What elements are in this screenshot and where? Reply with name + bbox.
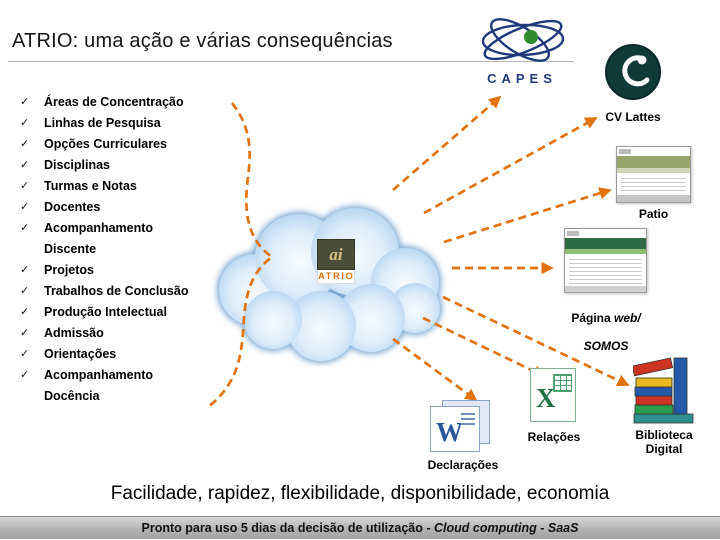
excel-page: X — [530, 368, 576, 422]
checklist-item-label: Trabalhos de Conclusão — [44, 284, 189, 298]
word-letter: W — [436, 417, 463, 447]
checklist-item: ✓ Linhas de Pesquisa — [18, 113, 228, 134]
bottom-bar-text: Pronto para uso 5 dias da decisão de uti… — [141, 521, 434, 535]
patio-label: Patio — [638, 207, 669, 221]
check-icon: ✓ — [20, 201, 30, 213]
checklist-item-label: Disciplinas — [44, 158, 110, 172]
check-icon: ✓ — [20, 222, 30, 234]
checklist-item: ✓ Disciplinas — [18, 155, 228, 176]
capes-logo-icon — [481, 18, 565, 62]
pagina-thumb-banner — [565, 238, 646, 249]
checklist-item-label: Projetos — [44, 263, 95, 277]
check-icon: ✓ — [20, 285, 30, 297]
checklist-item-label: Turmas e Notas — [44, 179, 137, 193]
check-icon: ✓ — [20, 327, 30, 339]
checklist-item-label: Admissão — [44, 326, 104, 340]
pagina-thumb-content — [569, 256, 642, 284]
books-stack-icon — [633, 357, 694, 424]
checklist-item: ✓ Admissão — [18, 323, 228, 344]
check-icon: ✓ — [20, 180, 30, 192]
pagina-web-label: Página web/ SOMOS — [556, 297, 656, 353]
checklist-item: ✓ Trabalhos de Conclusão — [18, 281, 228, 302]
patio-thumb-banner — [617, 156, 690, 168]
check-icon: ✓ — [20, 159, 30, 171]
checklist-item-label: Áreas de Concentração — [44, 95, 184, 109]
title-rule — [8, 61, 574, 62]
patio-thumb-footer — [617, 195, 690, 202]
check-icon: ✓ — [20, 306, 30, 318]
checklist-item: ✓ Docentes — [18, 197, 228, 218]
atrio-logo-glyph: ai — [329, 244, 343, 264]
excel-letter: X — [536, 383, 556, 413]
atrio-logo: ai ATRIO — [317, 239, 355, 284]
excel-document-icon: X — [530, 368, 580, 424]
arrow-to-capes — [392, 95, 502, 192]
check-icon: ✓ — [20, 138, 30, 150]
page-title: ATRIO: uma ação e várias consequências — [12, 30, 393, 52]
check-icon: ✓ — [20, 117, 30, 129]
tagline: Facilidade, rapidez, flexibilidade, disp… — [110, 483, 610, 504]
check-icon: ✓ — [20, 369, 30, 381]
checklist-item: ✓ Acompanhamento Docência — [18, 365, 228, 407]
checklist-item: ✓ Opções Curriculares — [18, 134, 228, 155]
pagina-web-label-prefix: Página — [571, 311, 614, 325]
checklist-item-label: Acompanhamento Discente — [44, 221, 154, 256]
checklist-item-label: Orientações — [44, 347, 117, 361]
patio-thumb-logo — [619, 149, 631, 154]
checklist-item: ✓ Projetos — [18, 260, 228, 281]
checklist-item-label: Docentes — [44, 200, 101, 214]
word-document-icon: W — [430, 400, 494, 454]
biblioteca-label: Biblioteca Digital — [635, 428, 693, 456]
declaracoes-label: Declarações — [427, 458, 499, 472]
checklist-item: ✓ Acompanhamento Discente — [18, 218, 228, 260]
patio-thumb-subbar — [617, 168, 690, 173]
pagina-thumb-subbar — [565, 249, 646, 254]
checklist-item-label: Opções Curriculares — [44, 137, 167, 151]
checklist-item-label: Acompanhamento Docência — [44, 368, 154, 403]
checklist-item: ✓ Turmas e Notas — [18, 176, 228, 197]
feature-checklist: ✓ Áreas de Concentração ✓ Linhas de Pesq… — [18, 92, 228, 407]
checklist-item-label: Linhas de Pesquisa — [44, 116, 161, 130]
word-page: W — [430, 406, 480, 452]
pagina-web-label-web: web/ — [614, 311, 641, 325]
check-icon: ✓ — [20, 96, 30, 108]
excel-grid — [553, 374, 572, 392]
check-icon: ✓ — [20, 264, 30, 276]
checklist-item-label: Produção Intelectual — [44, 305, 167, 319]
cv-lattes-icon — [605, 44, 661, 100]
capes-label: CAPES — [487, 71, 557, 86]
atrio-logo-text: ATRIO — [317, 270, 355, 284]
pagina-web-screenshot — [564, 228, 647, 293]
bottom-bar-text-italic: Cloud computing - SaaS — [434, 521, 579, 535]
word-lines — [461, 413, 475, 425]
patio-thumb-content — [621, 175, 686, 193]
pagina-web-label-somos: SOMOS — [583, 339, 629, 353]
relacoes-label: Relações — [527, 430, 581, 444]
bottom-status-bar: Pronto para uso 5 dias da decisão de uti… — [0, 516, 720, 539]
pagina-thumb-footer — [565, 286, 646, 292]
atrio-logo-mark: ai — [317, 239, 355, 270]
pagina-thumb-logo — [567, 231, 579, 236]
check-icon: ✓ — [20, 348, 30, 360]
cv-lattes-label: CV Lattes — [605, 110, 661, 124]
patio-screenshot — [616, 146, 691, 203]
checklist-item: ✓ Produção Intelectual — [18, 302, 228, 323]
checklist-item: ✓ Áreas de Concentração — [18, 92, 228, 113]
checklist-item: ✓ Orientações — [18, 344, 228, 365]
